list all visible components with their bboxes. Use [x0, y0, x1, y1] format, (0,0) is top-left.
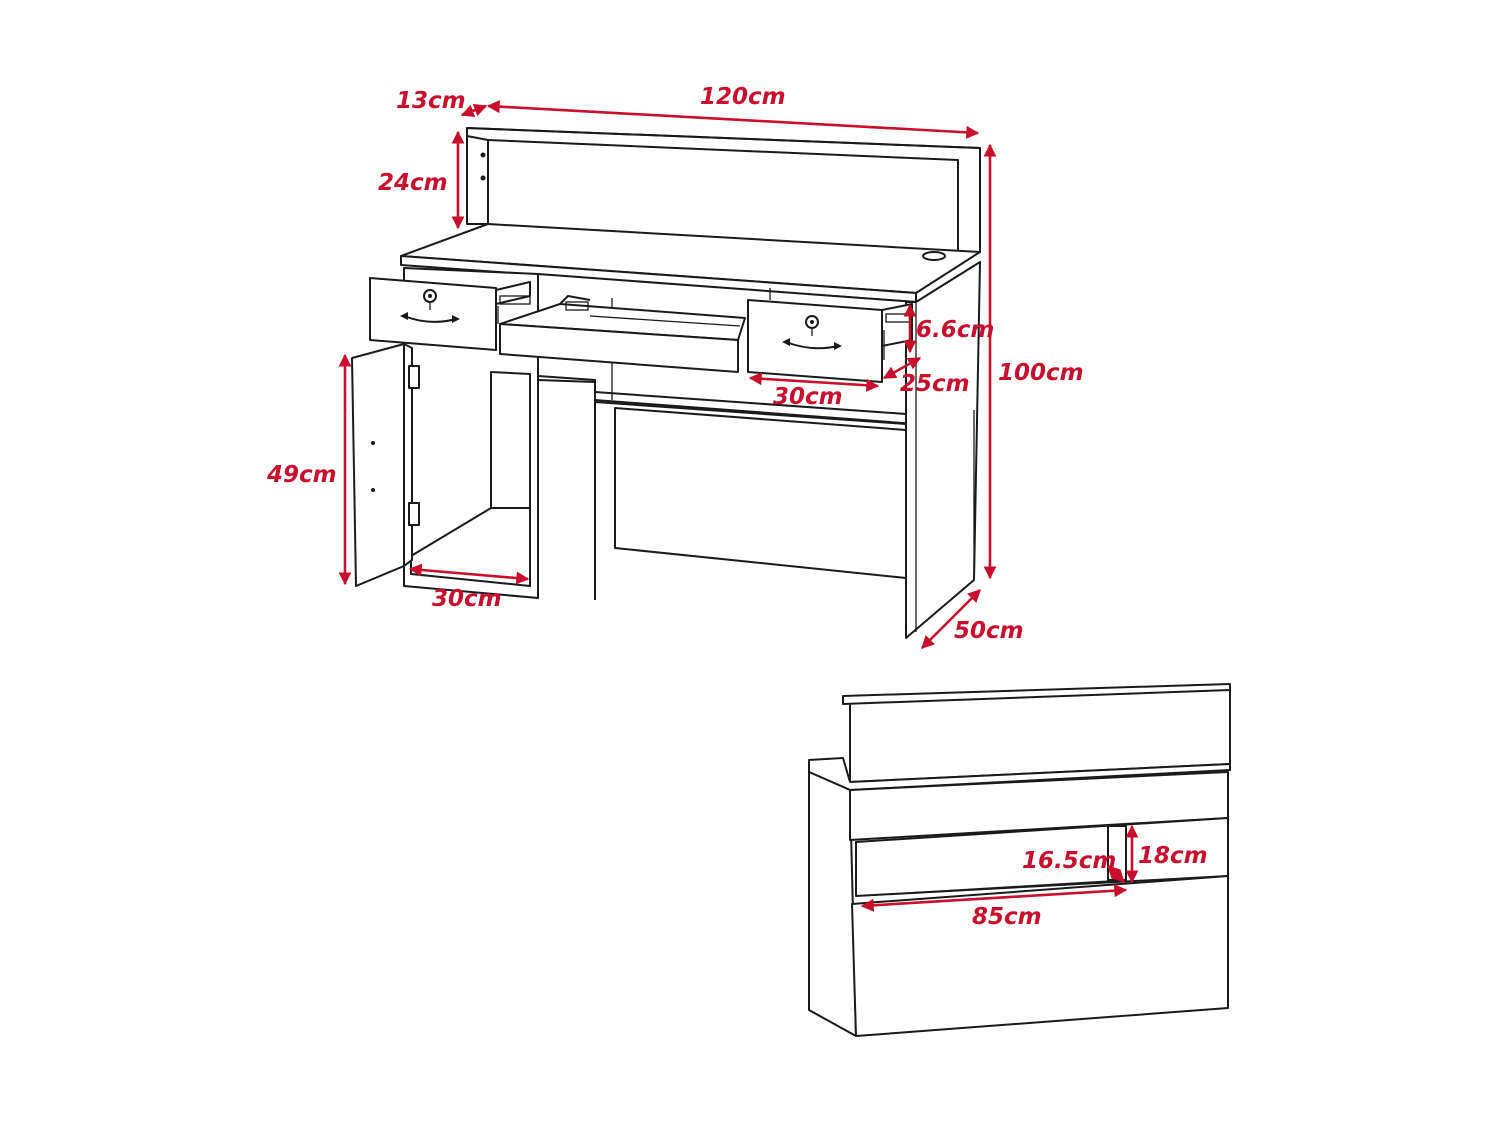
back-dimension-lines [860, 824, 1139, 912]
dimension-labels: 13cm 120cm 24cm 6.6cm 25cm 100cm 30cm 49… [266, 84, 1084, 644]
dim-line-total-depth [921, 589, 981, 649]
desk-front-view: 13cm 120cm 24cm 6.6cm 25cm 100cm 30cm 49… [266, 84, 1084, 649]
label-hutch-height: 24cm [378, 170, 448, 196]
dim-line-drawer-depth [882, 356, 922, 380]
label-total-depth: 50cm [954, 618, 1024, 644]
dim-line-total-width [486, 100, 980, 139]
dimension-lines [338, 100, 997, 649]
label-hutch-depth: 13cm [396, 88, 466, 114]
label-drawer-depth: 25cm [900, 371, 970, 397]
hinge-icon [408, 365, 420, 389]
dim-line-hutch-depth [460, 104, 488, 117]
lock-icon [423, 289, 437, 310]
hinge-icon [408, 502, 420, 526]
drawer-handle-icon [782, 338, 842, 350]
lock-icon [805, 315, 819, 336]
back-dimension-labels: 16.5cm 18cm 85cm [972, 843, 1208, 930]
desk-back-view: 16.5cm 18cm 85cm [808, 683, 1231, 1037]
drawer-slide-icon [565, 301, 589, 311]
label-drawer-width: 30cm [773, 384, 843, 410]
label-knee-width: 85cm [972, 904, 1042, 930]
label-knee-height: 16.5cm [1022, 848, 1116, 874]
peg-hole-icon [480, 152, 486, 158]
cable-grommet-icon [922, 251, 946, 261]
label-total-width: 120cm [700, 84, 786, 110]
drawer-slide-icon [499, 295, 531, 305]
label-cabinet-height: 49cm [266, 462, 337, 488]
right-side-panel [905, 261, 981, 639]
peg-hole-icon [480, 175, 486, 181]
label-middle-height: 18cm [1138, 843, 1208, 869]
label-cabinet-width: 30cm [432, 586, 502, 612]
label-total-height: 100cm [998, 360, 1084, 386]
dim-line-drawer-width [748, 372, 880, 392]
center-drawer-open [499, 295, 746, 373]
left-drawer-open [369, 277, 531, 351]
drawer-handle-icon [400, 312, 460, 323]
label-drawer-height: 6.6cm [916, 317, 994, 343]
dim-line-knee-height [1107, 865, 1125, 883]
dim-line-cabinet-width [408, 563, 530, 585]
dim-line-knee-width [860, 884, 1128, 912]
cabinet-door-open [351, 343, 420, 587]
